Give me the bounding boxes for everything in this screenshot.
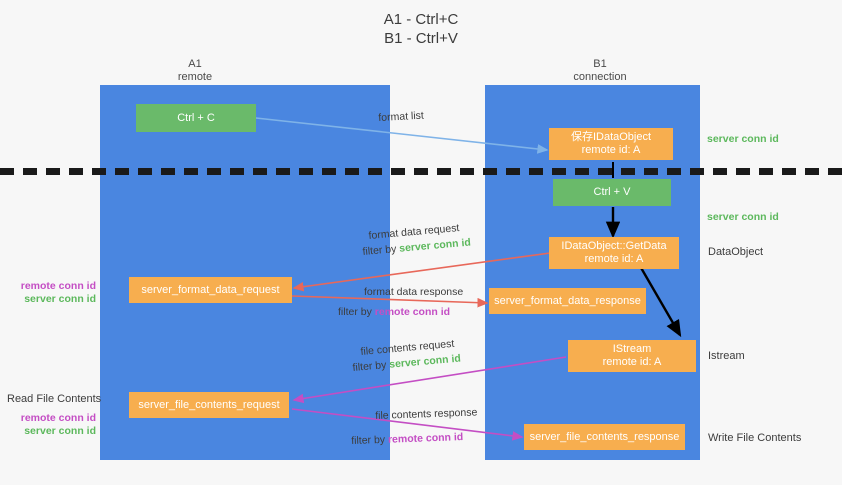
right-label-istream: Istream — [708, 350, 745, 362]
filter-prefix: filter by — [362, 242, 400, 258]
filter-prefix: filter by — [338, 306, 375, 318]
flow-label-format-list: format list — [378, 109, 425, 124]
column-header-a1: A1 remote — [177, 58, 213, 83]
right-label-write-file-contents: Write File Contents — [708, 432, 802, 444]
left-label-remote-conn-id-upper: remote conn id — [20, 280, 96, 292]
flow-label-format-data-response-filter: filter by remote conn id — [338, 305, 450, 320]
node-server-format-data-request[interactable]: server_format_data_request — [129, 277, 292, 303]
right-label-server-conn-id-top: server conn id — [707, 133, 779, 145]
node-idataobject-getdata[interactable]: IDataObject::GetData remote id: A — [549, 237, 679, 269]
right-label-dataobject: DataObject — [708, 246, 764, 258]
phase-divider — [0, 168, 842, 175]
filter-prefix: filter by — [352, 358, 390, 374]
filter-prefix: filter by — [351, 433, 389, 447]
flow-label-file-contents-response-filter: filter by remote conn id — [351, 430, 463, 449]
node-ctrl-v[interactable]: Ctrl + V — [553, 179, 671, 206]
node-save-idataobject[interactable]: 保存IDataObject remote id: A — [549, 128, 673, 160]
node-server-file-contents-response[interactable]: server_file_contents_response — [524, 424, 685, 450]
left-label-server-conn-id-upper: server conn id — [24, 293, 96, 305]
flow-label-file-contents-response: file contents response — [375, 406, 478, 422]
node-ctrl-c[interactable]: Ctrl + C — [136, 104, 256, 132]
node-istream[interactable]: IStream remote id: A — [568, 340, 696, 372]
filter-key-remote-conn-id: remote conn id — [387, 431, 464, 446]
column-header-b1: B1 connection — [573, 58, 627, 83]
left-label-server-conn-id-lower: server conn id — [24, 425, 96, 437]
right-label-server-conn-id-mid: server conn id — [707, 211, 779, 223]
left-label-remote-conn-id-lower: remote conn id — [20, 412, 96, 424]
node-server-format-data-response[interactable]: server_format_data_response — [489, 288, 646, 314]
page-title: A1 - Ctrl+C B1 - Ctrl+V — [383, 11, 459, 47]
left-label-read-file-contents: Read File Contents — [7, 393, 102, 405]
filter-key-remote-conn-id: remote conn id — [374, 306, 451, 318]
flow-label-format-data-response: format data response — [364, 286, 464, 298]
node-server-file-contents-request[interactable]: server_file_contents_request — [129, 392, 289, 418]
